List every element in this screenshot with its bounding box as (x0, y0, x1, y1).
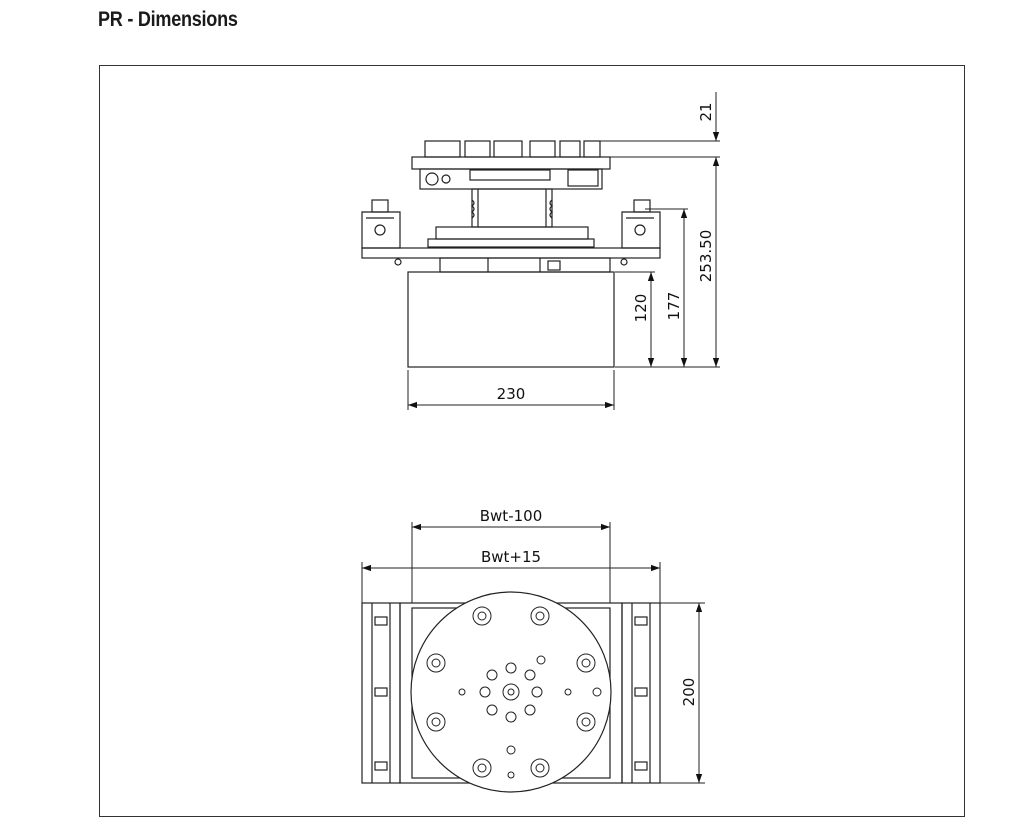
right-rail (621, 602, 661, 784)
rotary-disc (410, 591, 612, 793)
dim-depth-label: 200 (680, 678, 698, 707)
top-view (361, 591, 661, 793)
dim-total-height-label: 253.50 (697, 230, 715, 283)
dim-outer-width-label: Bwt+15 (481, 548, 541, 566)
side-dimensions (407, 92, 720, 410)
bolt-holes (426, 606, 596, 778)
top-dimensions (361, 522, 705, 784)
dim-body-height-label: 120 (632, 294, 650, 323)
drawing-frame (99, 65, 965, 817)
dim-top-offset-label: 21 (697, 102, 715, 121)
body (407, 271, 615, 368)
dim-body-width-label: 230 (497, 385, 526, 403)
base-rail (361, 247, 661, 259)
dim-rail-height-label: 177 (665, 292, 683, 321)
dim-inner-width-label: Bwt-100 (480, 507, 542, 525)
page-title: PR - Dimensions (98, 8, 238, 31)
left-rail (361, 602, 401, 784)
top-plate (411, 156, 611, 170)
side-view (361, 140, 661, 368)
